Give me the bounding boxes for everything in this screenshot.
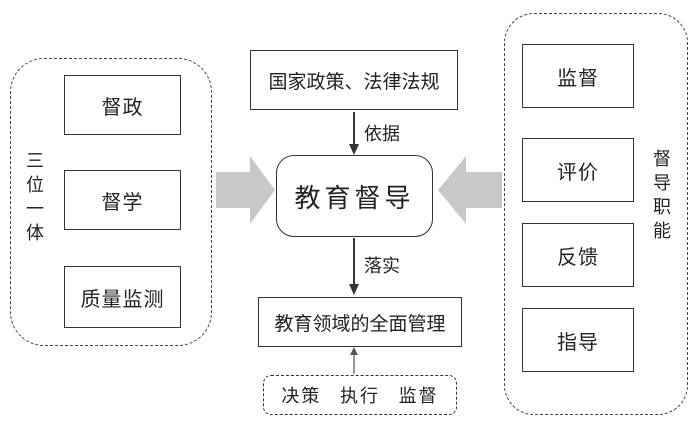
- right-big-arrow: [438, 156, 502, 224]
- footer-item-oversight: 监督: [398, 386, 439, 407]
- left-group-frame: [10, 58, 212, 346]
- box-education-supervision: 教育督导: [276, 155, 433, 237]
- left-big-arrow: [216, 156, 275, 224]
- upper-arrow-head: [349, 144, 359, 155]
- right-group-label-char: 导: [653, 173, 671, 194]
- box-feedback: 反馈: [522, 223, 634, 287]
- box-supervise-government: 督政: [64, 75, 181, 135]
- box-national-policy: 国家政策、法律法规: [250, 50, 458, 110]
- lower-arrow-head: [349, 284, 359, 295]
- box-guide: 指导: [522, 308, 634, 372]
- left-group-label-char: 体: [26, 223, 44, 244]
- label-implement: 落实: [364, 256, 400, 277]
- footer-arrow-head: [350, 347, 358, 355]
- right-group-label-char: 能: [653, 221, 671, 242]
- footer-process-box: 决策 执行 监督: [263, 375, 457, 415]
- left-group-label: 三 位 一 体: [26, 150, 44, 246]
- box-quality-monitoring: 质量监测: [64, 266, 181, 328]
- right-group-label: 督 导 职 能: [653, 148, 671, 244]
- left-group-label-char: 位: [26, 175, 44, 196]
- right-group-frame: [504, 13, 688, 415]
- label-basis: 依据: [364, 124, 400, 145]
- box-supervise-school: 督学: [64, 170, 181, 230]
- right-group-label-char: 职: [653, 197, 671, 218]
- footer-item-execution: 执行: [339, 386, 380, 407]
- box-comprehensive-management: 教育领域的全面管理: [258, 297, 462, 347]
- box-monitor: 监督: [522, 44, 634, 108]
- left-group-label-char: 一: [26, 199, 44, 220]
- box-evaluate: 评价: [522, 138, 634, 202]
- left-group-label-char: 三: [26, 151, 44, 172]
- right-group-label-char: 督: [653, 149, 671, 170]
- footer-item-decision: 决策: [281, 386, 322, 407]
